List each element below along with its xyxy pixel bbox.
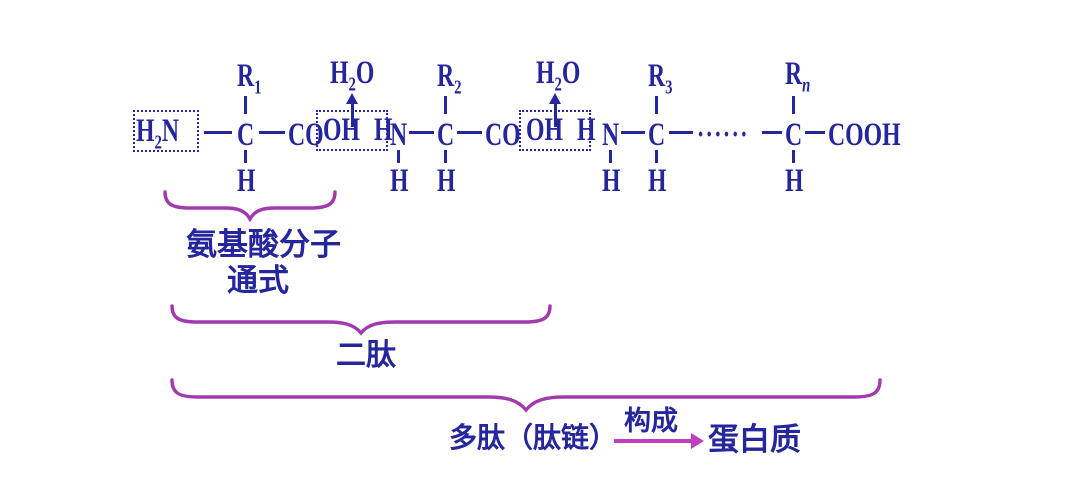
single-bond — [762, 131, 782, 134]
single-bond — [409, 131, 434, 134]
arrowhead-up-icon — [346, 93, 358, 104]
hydrogen-below-c3: H — [648, 163, 667, 199]
underbrace-polypeptide — [170, 378, 882, 413]
label-amino-acid-formula-line2: 通式 — [227, 263, 289, 298]
h-label-2: H — [577, 112, 596, 148]
label-dipeptide: 二肽 — [336, 339, 396, 372]
single-bond — [669, 131, 693, 134]
r1-label: R1 — [237, 58, 262, 99]
rn-label: Rn — [785, 56, 811, 97]
single-bond — [204, 131, 232, 134]
water-release-arrow-2 — [548, 93, 562, 127]
single-bond — [621, 131, 645, 134]
nitrogen-2-label: N — [602, 117, 620, 153]
single-bond — [457, 131, 482, 134]
single-bond — [609, 150, 612, 163]
single-bond — [805, 131, 825, 134]
label-protein: 蛋白质 — [708, 422, 801, 457]
r3-label: R3 — [648, 58, 673, 99]
label-compose: 构成 — [624, 406, 678, 436]
co-2-label: CO — [485, 117, 521, 153]
h2o-label-2: H2O — [536, 55, 581, 96]
hydroxyl-box-1: OH H — [316, 110, 393, 151]
hydrogen-below-n2: H — [602, 163, 621, 199]
compose-arrow — [614, 432, 704, 450]
label-polypeptide: 多肽（肽链） — [449, 423, 618, 454]
carbon-1-label: C — [237, 117, 255, 153]
cooh-label: COOH — [828, 117, 901, 153]
underbrace-amino-acid — [163, 190, 337, 223]
underbrace-dipeptide — [170, 304, 552, 336]
chain-ellipsis-dots: ······ — [697, 118, 749, 151]
hydrogen-below-cn: H — [785, 163, 804, 199]
single-bond — [792, 150, 795, 163]
arrow-shaft — [614, 439, 691, 443]
arrow-shaft — [350, 104, 354, 127]
arrow-shaft — [553, 104, 557, 127]
h2o-label-1: H2O — [330, 55, 375, 96]
arrowhead-up-icon — [549, 93, 561, 104]
single-bond — [397, 150, 400, 163]
single-bond — [244, 96, 247, 114]
amino-group-box-1: H2N — [133, 110, 199, 152]
label-amino-acid-formula-line1: 氨基酸分子 — [186, 227, 341, 262]
single-bond — [655, 150, 658, 163]
water-release-arrow-1 — [345, 93, 359, 127]
oh-label-1: OH — [323, 112, 360, 148]
single-bond — [244, 150, 247, 163]
carbon-3-label: C — [648, 117, 666, 153]
nitrogen-1-label: N — [390, 117, 408, 153]
hydrogen-below-c1: H — [237, 163, 256, 199]
single-bond — [444, 96, 447, 114]
arrowhead-right-icon — [691, 433, 704, 449]
carbon-n-label: C — [785, 117, 803, 153]
hydrogen-below-c2: H — [437, 163, 456, 199]
oh-label-2: OH — [526, 112, 563, 148]
single-bond — [792, 96, 795, 114]
single-bond — [444, 150, 447, 163]
single-bond — [655, 96, 658, 114]
carbon-2-label: C — [437, 117, 455, 153]
single-bond — [259, 131, 285, 134]
hydrogen-below-n1: H — [390, 163, 409, 199]
h-label-1: H — [374, 112, 393, 148]
h2n-label: H2N — [136, 112, 180, 154]
r2-label: R2 — [437, 58, 462, 99]
